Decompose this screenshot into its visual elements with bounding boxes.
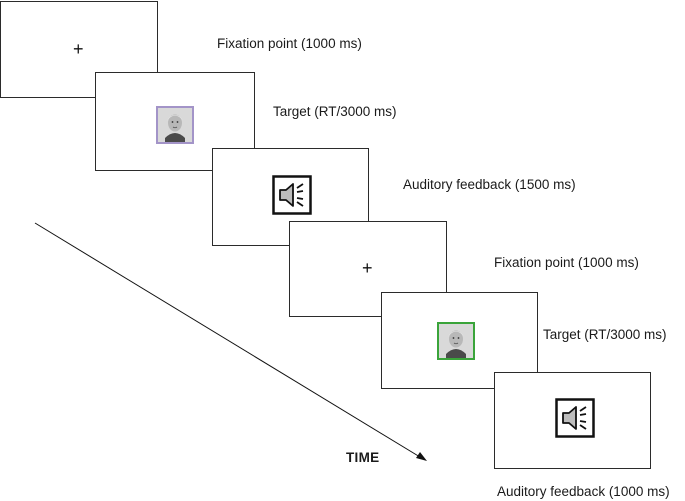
face-photo-icon [156,106,194,144]
step-label-1: Fixation point (1000 ms) [217,36,362,51]
step-label-4: Fixation point (1000 ms) [494,255,639,270]
feedback-screen-2 [494,372,651,469]
step-label-2: Target (RT/3000 ms) [273,104,397,119]
time-label: TIME [346,450,380,465]
fixation-screen-1: + [0,1,158,98]
face-photo-icon [437,322,475,360]
step-label-6: Auditory feedback (1000 ms) [497,484,670,499]
speaker-sound-icon [555,398,595,438]
fixation-cross: + [362,258,373,278]
fixation-screen-2: + [289,221,447,317]
step-label-3: Auditory feedback (1500 ms) [403,177,576,192]
step-label-5: Target (RT/3000 ms) [543,327,667,342]
speaker-sound-icon [272,175,312,215]
fixation-cross: + [73,39,84,59]
